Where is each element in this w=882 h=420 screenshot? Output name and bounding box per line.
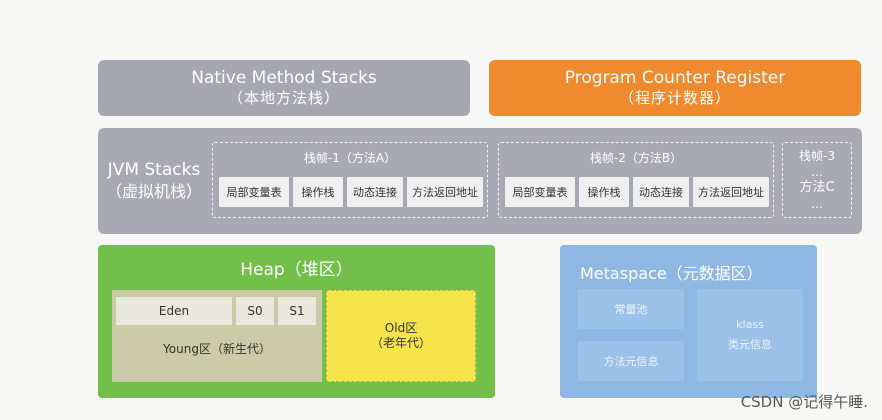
stack-frame-1-label: 栈帧-1（方法A）: [303, 151, 397, 165]
stack-frame-2: 栈帧-2（方法B） 局部变量表 操作栈 动态连接 方法返回地址: [498, 142, 774, 218]
program-counter-register-title: Program Counter Register: [564, 68, 786, 88]
stack-frame-1: 栈帧-1（方法A） 局部变量表 操作栈 动态连接 方法返回地址: [212, 142, 488, 218]
stack-frame-3-dots-bottom: …: [811, 197, 823, 211]
method-metadata: 方法元信息: [578, 341, 684, 381]
program-counter-register-subtitle: （程序计数器）: [618, 89, 731, 107]
dynamic-linking: 动态连接: [347, 177, 403, 207]
local-variable-table: 局部变量表: [219, 177, 289, 207]
watermark: CSDN @记得午睡.: [740, 393, 868, 411]
stack-frame-3: 栈帧-3 … 方法C …: [782, 142, 852, 218]
stack-frame-3-dots-top: …: [811, 165, 823, 179]
program-counter-register-block: Program Counter Register （程序计数器）: [489, 60, 861, 116]
jvm-stacks-title: JVM Stacks （虚拟机栈）: [98, 128, 210, 234]
stack-frame-2-label: 栈帧-2（方法B）: [589, 151, 683, 165]
return-address: 方法返回地址: [693, 177, 769, 207]
heap-title: Heap（堆区）: [240, 260, 353, 280]
old-generation-block: Old区 （老年代）: [326, 290, 476, 382]
stack-frame-3-label: 栈帧-3: [799, 149, 835, 163]
eden-space: Eden: [116, 297, 232, 325]
jvm-stacks-title-en: JVM Stacks: [107, 160, 201, 180]
klass-block: klass 类元信息: [697, 289, 803, 381]
survivor-s1: S1: [278, 297, 316, 325]
dynamic-linking: 动态连接: [633, 177, 689, 207]
native-method-stacks-subtitle: （本地方法栈）: [227, 89, 340, 107]
constant-pool: 常量池: [578, 289, 684, 329]
class-metadata-label: 类元信息: [728, 338, 772, 351]
operand-stack: 操作栈: [579, 177, 629, 207]
native-method-stacks-block: Native Method Stacks （本地方法栈）: [98, 60, 470, 116]
old-generation-label: Old区: [384, 321, 418, 335]
young-generation-label: Young区（新生代）: [163, 342, 271, 356]
stack-frame-3-method: 方法C: [799, 180, 835, 195]
local-variable-table: 局部变量表: [505, 177, 575, 207]
return-address: 方法返回地址: [407, 177, 483, 207]
survivor-s0: S0: [236, 297, 274, 325]
old-generation-sublabel: （老年代）: [370, 336, 431, 350]
klass-label: klass: [736, 318, 764, 331]
native-method-stacks-title: Native Method Stacks: [191, 68, 377, 88]
operand-stack: 操作栈: [293, 177, 343, 207]
jvm-stacks-block: JVM Stacks （虚拟机栈） 栈帧-1（方法A） 局部变量表 操作栈 动态…: [98, 128, 862, 234]
jvm-stacks-title-cn: （虚拟机栈）: [105, 182, 202, 201]
metaspace-title: Metaspace（元数据区）: [580, 264, 763, 283]
